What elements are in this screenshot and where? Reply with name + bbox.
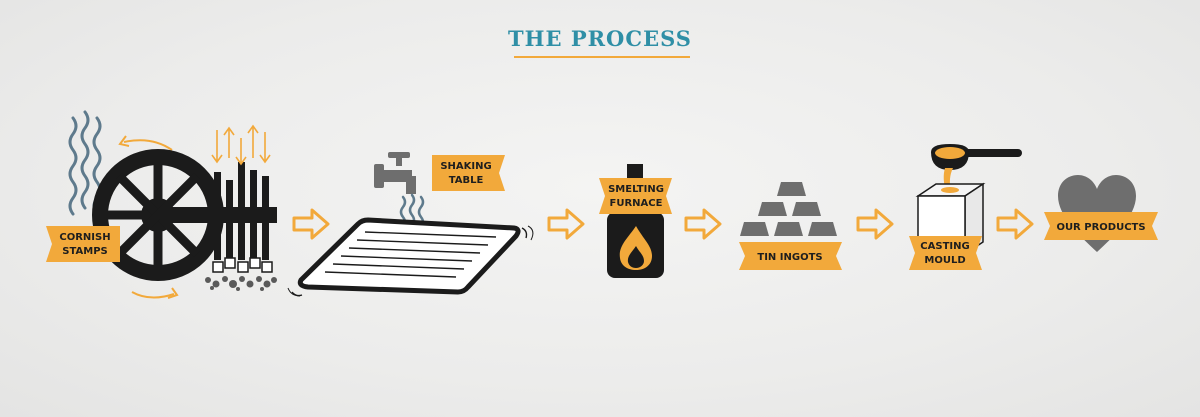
title-underline — [514, 56, 690, 58]
cornish-stamps-label-line2: STAMPS — [62, 246, 107, 257]
smelting-furnace-illustration: SMELTING FURNACE — [599, 164, 672, 278]
cornish-stamps-illustration: CORNISH STAMPS — [46, 110, 277, 299]
casting-mould-label-line1: CASTING — [920, 241, 969, 252]
shaking-table-label-line1: SHAKING — [440, 161, 491, 172]
smelting-furnace-label: SMELTING FURNACE — [599, 178, 672, 214]
casting-mould-illustration: CASTING MOULD — [909, 144, 1022, 270]
flow-arrow-icon — [292, 208, 330, 240]
our-products-label-text: OUR PRODUCTS — [1056, 222, 1145, 233]
our-products-label: OUR PRODUCTS — [1044, 212, 1158, 240]
casting-mould-label: CASTING MOULD — [909, 236, 982, 270]
rotate-arrow-icon — [123, 139, 173, 151]
tin-ingots-illustration: TIN INGOTS — [739, 182, 842, 270]
casting-mould-label-line2: MOULD — [924, 255, 965, 266]
ore-rubble-icon — [205, 257, 277, 291]
tin-ingots-label-text: TIN INGOTS — [757, 252, 822, 263]
cornish-stamps-label-line1: CORNISH — [59, 232, 110, 243]
rotate-arrow-icon — [131, 291, 175, 299]
flow-arrow-icon — [856, 208, 894, 240]
cornish-stamps-label: CORNISH STAMPS — [46, 226, 120, 262]
flow-arrow-icon — [684, 208, 722, 240]
shaking-table-illustration: SHAKING TABLE — [287, 152, 534, 297]
water-tap-icon — [374, 152, 416, 194]
our-products-illustration: OUR PRODUCTS — [1044, 175, 1158, 252]
smelting-furnace-label-line1: SMELTING — [608, 184, 664, 195]
tin-ingots-label: TIN INGOTS — [739, 242, 842, 270]
ingot-stack-icon — [740, 182, 837, 236]
stamp-rods-icon — [214, 162, 269, 262]
shaking-table-icon — [287, 217, 534, 297]
shaking-table-label: SHAKING TABLE — [432, 155, 505, 191]
page-title: THE PROCESS — [508, 26, 692, 51]
shaking-table-label-line2: TABLE — [449, 175, 484, 186]
flow-arrow-icon — [996, 208, 1034, 240]
smelting-furnace-label-line2: FURNACE — [610, 198, 663, 209]
flow-arrow-icon — [547, 208, 585, 240]
flame-icon — [619, 226, 652, 270]
